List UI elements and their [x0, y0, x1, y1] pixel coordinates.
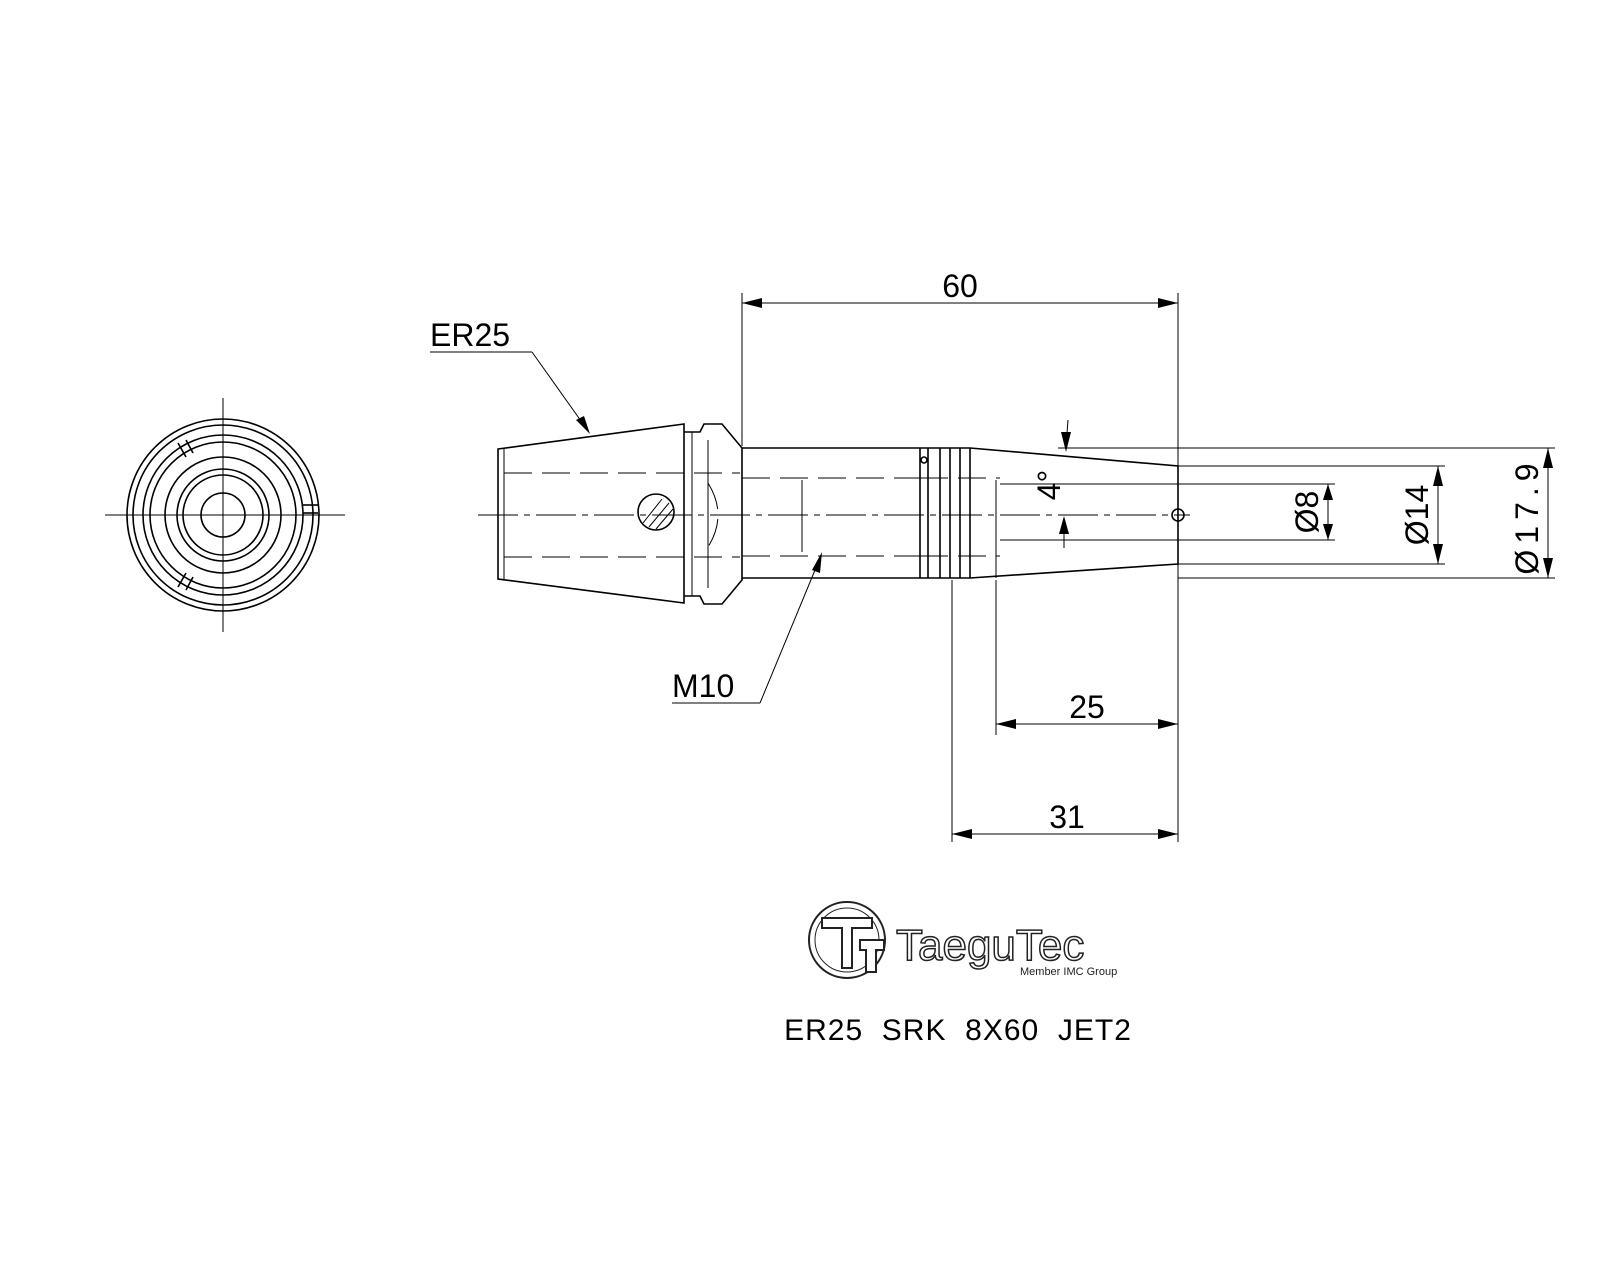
brand-tagline: Member IMC Group [1020, 966, 1117, 978]
brand-logo: TaeguTec Member IMC Group [808, 901, 1117, 979]
thread-m10-label: M10 [672, 668, 734, 704]
dim-dia-8-label: Ø8 [1289, 491, 1325, 534]
side-view [478, 423, 1190, 605]
dim-25-label: 25 [1069, 689, 1105, 725]
collet-er25-label: ER25 [430, 317, 510, 353]
angle-4-label: 4° [1031, 470, 1067, 501]
brand-name: TaeguTec [896, 921, 1084, 970]
end-view [105, 398, 345, 632]
dim-dia-14-label: Ø14 [1399, 485, 1435, 545]
dim-60-label: 60 [942, 268, 978, 304]
dimensions: 60 25 31 Ø8 Ø14 Ø17.9 [430, 268, 1555, 842]
dim-31-label: 31 [1049, 799, 1085, 835]
part-number: ER25 SRK 8X60 JET2 [784, 1014, 1132, 1047]
dim-dia-17-9-label: Ø17.9 [1509, 457, 1545, 574]
